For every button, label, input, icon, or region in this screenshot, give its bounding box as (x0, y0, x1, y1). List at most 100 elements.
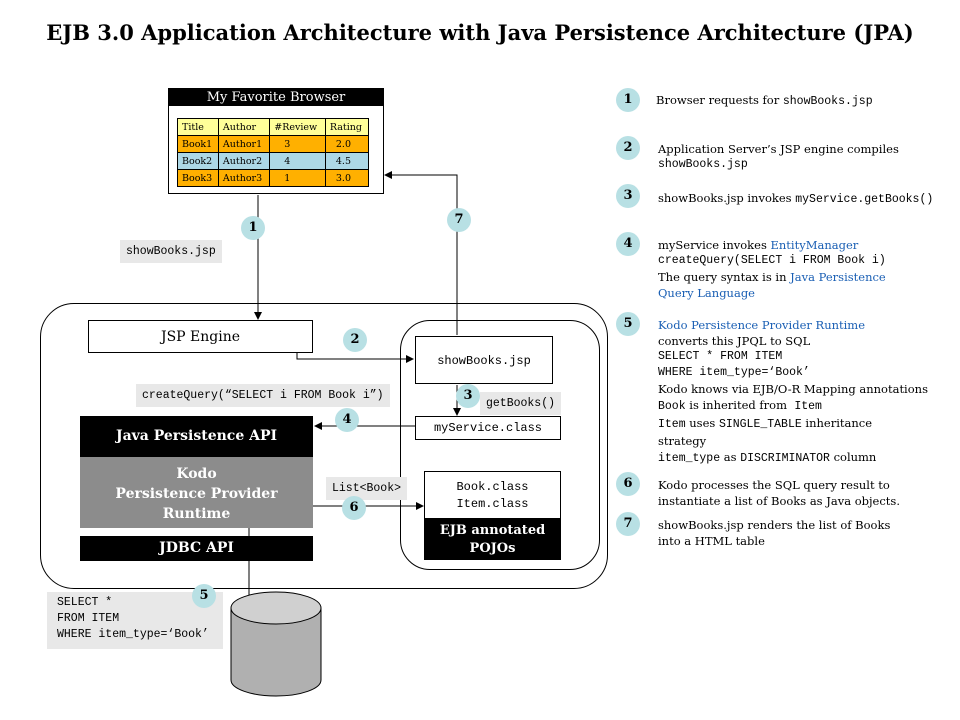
step-1-marker: 1 (241, 216, 265, 240)
legend-text: uses (685, 416, 719, 430)
ejb-annotated-pojos-box: EJB annotated POJOs (424, 519, 561, 560)
legend-text: myService invokes (658, 238, 771, 252)
table-cell: Author1 (217, 135, 271, 153)
kodo-persistence-provider-box: Kodo Persistence Provider Runtime (80, 457, 313, 528)
column-header: Title (177, 118, 219, 136)
legend-text: The query syntax is in (658, 270, 791, 284)
books-table: Title Author #Review Rating Book1 Author… (177, 118, 370, 187)
kodo-line: Runtime (162, 506, 231, 522)
database-cylinder-icon (230, 591, 322, 697)
pojo-label-line: EJB annotated (439, 523, 546, 538)
table-cell: Author2 (217, 152, 271, 170)
sql-line: FROM ITEM (57, 612, 120, 625)
legend-step-6: Kodo processes the SQL query result to i… (658, 477, 900, 509)
jpql-link-continued[interactable]: Query Language (658, 286, 755, 300)
jdbc-api-box: JDBC API (80, 536, 313, 561)
legend-code: item_type (658, 452, 721, 465)
step-4-marker: 4 (335, 408, 359, 432)
column-header: Author (217, 118, 271, 136)
kodo-line: Persistence Provider (115, 486, 278, 502)
legend-step-4-marker: 4 (616, 232, 640, 256)
java-persistence-api-box: Java Persistence API (80, 416, 313, 457)
table-cell: Book2 (177, 152, 219, 170)
entity-classes-box: Book.class Item.class (424, 471, 561, 519)
table-row: Book3 Author3 1 3.0 (177, 169, 370, 187)
legend-code: showBooks.jsp (658, 158, 748, 171)
legend-text: instantiate a list of Books as Java obje… (658, 494, 900, 508)
table-cell: 4 (269, 152, 326, 170)
pojo-label-line: POJOs (469, 541, 516, 556)
show-books-request-label: showBooks.jsp (120, 240, 222, 263)
legend-code: Item (794, 400, 822, 413)
kodo-line: Kodo (176, 466, 217, 482)
legend-text: inheritance (801, 416, 873, 430)
legend-step-5: Kodo Persistence Provider Runtime conver… (658, 317, 928, 467)
arrow-step-7 (384, 171, 458, 335)
legend-step-1: Browser requests for showBooks.jsp (656, 92, 873, 110)
legend-code: createQuery(SELECT i FROM Book i) (658, 254, 886, 267)
legend-code: showBooks.jsp (782, 95, 873, 108)
column-header: Rating (324, 118, 370, 136)
step-5-marker: 5 (192, 584, 216, 608)
browser-window: My Favorite Browser Title Author #Review… (168, 88, 384, 194)
legend-code: myService.getBooks() (795, 193, 934, 206)
step-2-marker: 2 (343, 328, 367, 352)
legend-code: SINGLE_TABLE (718, 418, 802, 431)
legend-text: is inherited from (685, 398, 795, 412)
legend-step-3-marker: 3 (616, 184, 640, 208)
jpql-link[interactable]: Java Persistence (790, 270, 886, 284)
table-cell: 1 (269, 169, 326, 187)
legend-step-6-marker: 6 (616, 472, 640, 496)
legend-code: DISCRIMINATOR (740, 452, 830, 465)
diagram-title: EJB 3.0 Application Architecture with Ja… (46, 20, 914, 45)
show-books-jsp-box: showBooks.jsp (415, 336, 553, 384)
step-3-marker: 3 (456, 384, 480, 408)
table-row: Book1 Author1 3 2.0 (177, 135, 370, 153)
legend-text: Kodo processes the SQL query result to (658, 478, 890, 492)
table-cell: 3 (269, 135, 326, 153)
table-cell: Book1 (177, 135, 219, 153)
legend-text: as (720, 450, 741, 464)
legend-text: Application Server’s JSP engine compiles (658, 142, 899, 156)
table-cell: 2.0 (324, 135, 370, 153)
legend-text: strategy (658, 434, 707, 448)
legend-step-2: Application Server’s JSP engine compiles… (658, 141, 899, 173)
jsp-engine-box: JSP Engine (88, 320, 313, 353)
legend-step-3: showBooks.jsp invokes myService.getBooks… (658, 190, 933, 208)
legend-step-1-marker: 1 (616, 88, 640, 112)
legend-text: Browser requests for (656, 93, 783, 107)
legend-step-7-marker: 7 (616, 512, 640, 536)
application-server-frame (40, 303, 608, 589)
sql-line: SELECT * (57, 596, 113, 609)
class-name: Book.class (456, 480, 529, 494)
table-cell: 3.0 (324, 169, 370, 187)
entity-manager-link[interactable]: EntityManager (770, 238, 859, 252)
legend-step-4: myService invokes EntityManager createQu… (658, 237, 886, 301)
class-name: Item.class (456, 497, 529, 511)
table-cell: Author3 (217, 169, 271, 187)
legend-text: showBooks.jsp renders the list of Books (658, 518, 891, 532)
legend-text: column (829, 450, 877, 464)
legend-text: converts this JPQL to SQL (658, 334, 811, 348)
sql-line: WHERE item_type=‘Book’ (57, 628, 209, 641)
kodo-runtime-link[interactable]: Kodo Persistence Provider Runtime (658, 318, 866, 332)
legend-text: Kodo knows via EJB/O-R Mapping annotatio… (658, 382, 928, 396)
browser-title-bar: My Favorite Browser (169, 89, 383, 106)
legend-code: SELECT * FROM ITEM (658, 350, 783, 363)
step-7-marker: 7 (447, 208, 471, 232)
my-service-class-box: myService.class (415, 416, 561, 440)
table-row: Book2 Author2 4 4.5 (177, 152, 370, 170)
arrow-step-2 (296, 352, 414, 363)
column-header: #Review (269, 118, 326, 136)
legend-text: showBooks.jsp invokes (658, 191, 796, 205)
legend-text: into a HTML table (658, 534, 765, 548)
table-cell: Book3 (177, 169, 219, 187)
legend-step-2-marker: 2 (616, 136, 640, 160)
ejb-container-frame (400, 320, 600, 570)
legend-code: Book (658, 400, 686, 413)
legend-step-7: showBooks.jsp renders the list of Books … (658, 517, 890, 549)
step-6-marker: 6 (342, 496, 366, 520)
table-cell: 4.5 (324, 152, 370, 170)
legend-code: WHERE item_type=‘Book’ (658, 366, 810, 379)
list-book-label: List<Book> (326, 477, 408, 500)
